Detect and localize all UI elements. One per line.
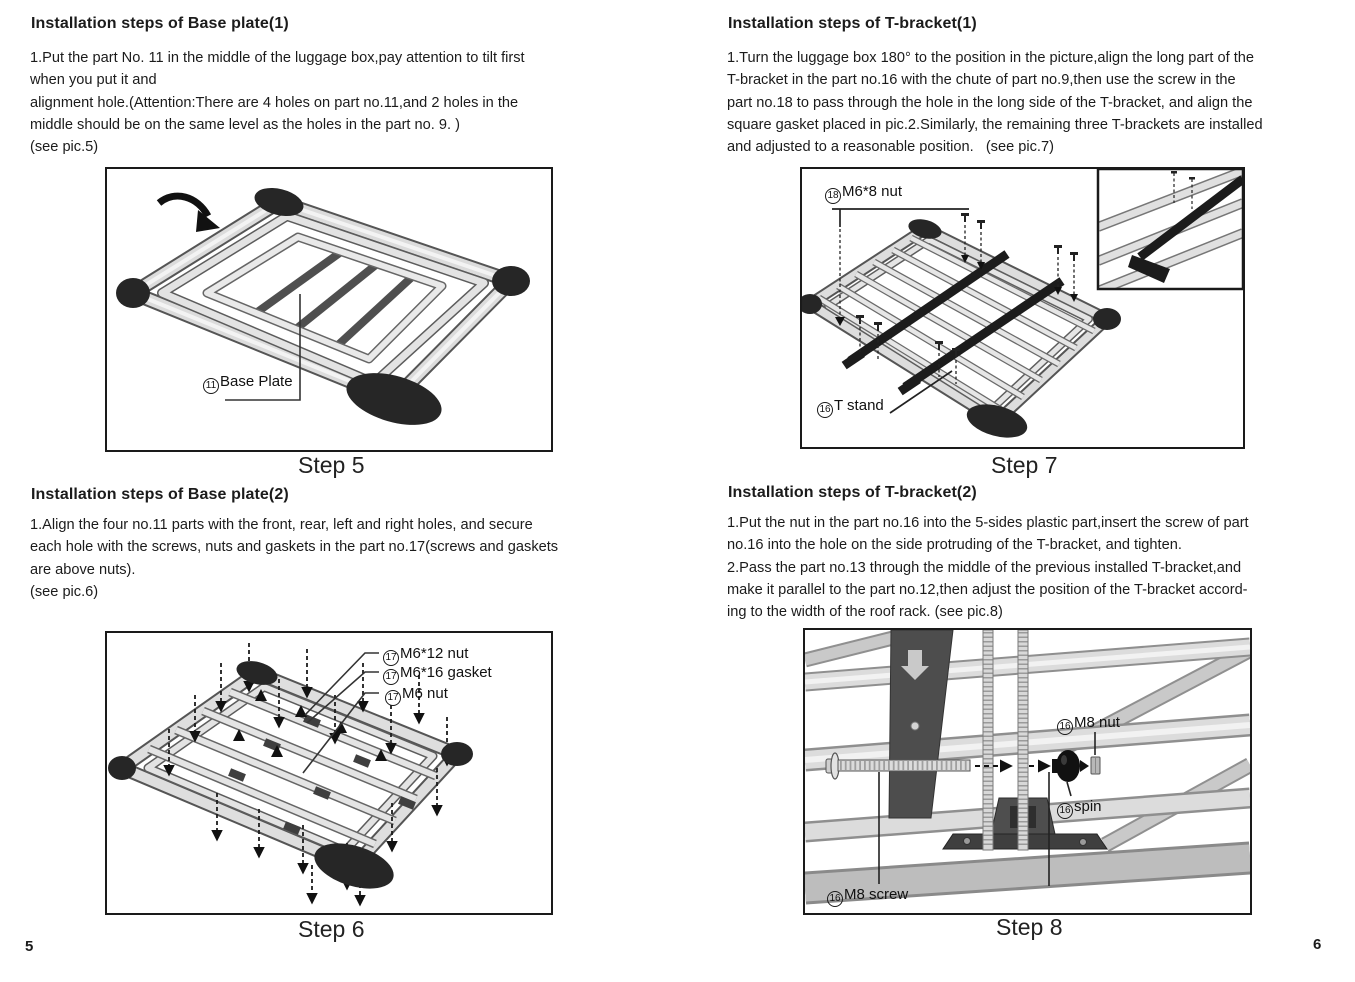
label-text: M8 screw (844, 886, 909, 903)
t-bracket-rails (841, 250, 1065, 396)
heading-t-bracket-2: Installation steps of T-bracket(2) (728, 484, 977, 501)
rack-rails (817, 234, 1096, 416)
body-base-plate-1: 1.Put the part No. 11 in the middle of t… (30, 50, 525, 156)
page-number-left: 5 (25, 938, 34, 955)
circled-number: 16 (1057, 719, 1073, 735)
label-text: T stand (834, 397, 884, 414)
label-leader-lines (302, 652, 379, 774)
heading-base-plate-2: Installation steps of Base plate(2) (31, 486, 289, 503)
caption-step-5: Step 5 (298, 452, 365, 478)
m8-nut (1090, 756, 1101, 775)
heading-base-plate-1: Installation steps of Base plate(1) (31, 15, 289, 32)
insert-arrow-icon (156, 192, 220, 232)
label-text: spin (1074, 798, 1102, 815)
base-plate-frame (202, 232, 447, 364)
spin-knob (1052, 750, 1080, 782)
label-text: M6*8 nut (842, 183, 903, 200)
step5-rack-drawing (116, 188, 530, 425)
nut-up-arrows (233, 689, 387, 761)
corner-caps (802, 219, 1121, 438)
step8-detail-drawing (805, 630, 1250, 905)
base-plate-leader-line (225, 294, 301, 401)
threaded-rods (982, 630, 1029, 851)
inset-detail (1096, 169, 1243, 291)
circled-number: 18 (825, 188, 841, 204)
caption-step-6: Step 6 (298, 916, 365, 942)
circled-number: 16 (817, 402, 833, 418)
circled-number: 17 (385, 690, 401, 706)
circled-number: 16 (827, 891, 843, 907)
circled-number: 17 (383, 650, 399, 666)
corner-caps (116, 188, 530, 425)
corner-caps (108, 661, 473, 889)
screws (856, 213, 1078, 384)
circled-number: 11 (203, 378, 219, 394)
travel-arrows (975, 759, 1089, 773)
m6x8-leader-lines (832, 208, 969, 326)
heading-t-bracket-1: Installation steps of T-bracket(1) (728, 15, 977, 32)
m8-screw (825, 752, 971, 780)
caption-step-8: Step 8 (996, 914, 1063, 940)
body-base-plate-2: 1.Align the four no.11 parts with the fr… (30, 517, 559, 600)
t-rail (888, 630, 954, 819)
t-stand-leader-line (889, 370, 953, 414)
body-t-bracket-2: 1.Put the nut in the part no.16 into the… (727, 515, 1249, 621)
body-t-bracket-1: 1.Turn the luggage box 180° to the posit… (727, 50, 1263, 156)
step7-rack-drawing (802, 169, 1243, 438)
label-leader-lines (878, 732, 1096, 886)
label-text: M8 nut (1074, 714, 1120, 731)
label-text: M6*12 nut (400, 645, 469, 662)
page-number-right: 6 (1313, 936, 1322, 953)
cross-slats (253, 248, 416, 349)
label-text: M6*16 gasket (400, 664, 492, 681)
label-text: Base Plate (220, 373, 293, 390)
circled-number: 16 (1057, 803, 1073, 819)
caption-step-7: Step 7 (991, 452, 1058, 478)
label-text: M6 nut (402, 685, 448, 702)
circled-number: 17 (383, 669, 399, 685)
step6-rack-drawing (108, 643, 473, 907)
